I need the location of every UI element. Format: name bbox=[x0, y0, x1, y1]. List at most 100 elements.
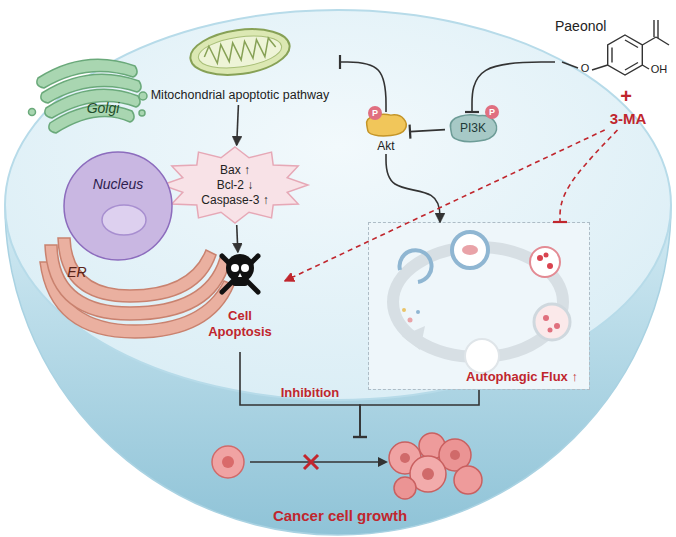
flux-arrowhead bbox=[402, 326, 425, 350]
cancer-cell bbox=[212, 446, 244, 478]
mito-outer bbox=[187, 23, 292, 80]
enzyme-dot bbox=[548, 328, 553, 333]
marker-star: Bax ↑Bcl-2 ↓Caspase-3 ↑ bbox=[160, 145, 310, 225]
drug-structure: Paeonol bbox=[555, 18, 670, 88]
debris-dot bbox=[408, 318, 413, 323]
apoptosis-node: Cell Apoptosis bbox=[195, 252, 285, 352]
outcome-name: Autophagic Flux ↑ bbox=[457, 369, 587, 385]
cancer-cell bbox=[454, 466, 482, 494]
inhibition-connector bbox=[360, 390, 479, 437]
growth-arrowhead bbox=[378, 457, 388, 467]
autophagy-panel: Autophagic Flux ↑ bbox=[368, 222, 590, 390]
outline-path bbox=[64, 152, 172, 260]
atom-label: O bbox=[578, 62, 592, 74]
cancer-growth-node: Cancer cell growth bbox=[190, 437, 490, 532]
block-cross bbox=[304, 455, 318, 469]
cell-nucleus bbox=[222, 456, 234, 468]
golgi-stack bbox=[29, 59, 148, 133]
protein-change: Bcl-2 ↓ bbox=[160, 178, 310, 192]
double-bond bbox=[611, 48, 612, 63]
bond bbox=[592, 65, 608, 70]
bond bbox=[642, 65, 649, 69]
double-bond bbox=[625, 63, 638, 71]
arrow-connector bbox=[237, 225, 238, 252]
golgi-vesicle bbox=[29, 109, 36, 116]
benzene-ring bbox=[608, 35, 643, 75]
debris-dot bbox=[402, 308, 406, 312]
skull-jaw bbox=[232, 274, 248, 286]
autolysosome bbox=[534, 304, 570, 340]
cell-nucleus bbox=[400, 453, 410, 463]
protein-name: Akt bbox=[362, 139, 410, 153]
phospho-badge: P bbox=[368, 106, 382, 120]
skull-eye bbox=[241, 264, 249, 272]
enzyme-dot bbox=[537, 255, 543, 261]
skull-icon bbox=[222, 254, 258, 292]
kinase-blob: AktP bbox=[362, 112, 410, 154]
autophagy-cycle bbox=[369, 223, 589, 389]
protein-change: Bax ↑ bbox=[160, 163, 310, 177]
arrow-connector bbox=[386, 154, 440, 222]
drug-name: Paeonol bbox=[555, 18, 615, 35]
double-bond bbox=[625, 40, 638, 48]
organelle-name: Nucleus bbox=[62, 176, 174, 193]
enzyme-dot bbox=[547, 263, 553, 269]
bond bbox=[562, 62, 578, 68]
bond bbox=[653, 20, 654, 37]
pathway-label: Mitochondrial apoptotic pathway bbox=[140, 30, 340, 105]
enzyme-dot bbox=[544, 253, 549, 258]
growth-arrow bbox=[250, 461, 380, 463]
inhibition-connector bbox=[340, 62, 386, 112]
bond bbox=[657, 20, 658, 38]
debris-dot bbox=[416, 310, 420, 314]
golgi-vesicle bbox=[139, 110, 145, 116]
pathway-name: Mitochondrial apoptotic pathway bbox=[140, 88, 340, 103]
inhibitor-name: 3-MA bbox=[598, 110, 658, 128]
mito-cristae bbox=[203, 37, 277, 65]
bond bbox=[656, 37, 669, 45]
enzyme-dot bbox=[543, 315, 549, 321]
protein-change: Caspase-3 ↑ bbox=[160, 193, 310, 207]
nucleus-organelle: Nucleus bbox=[62, 150, 174, 262]
golgi-vesicle bbox=[139, 92, 147, 100]
er-organelle: ER bbox=[50, 262, 225, 332]
organelle-name: Golgi bbox=[78, 100, 128, 117]
block-cross bbox=[304, 455, 318, 469]
organelle-name: ER bbox=[62, 264, 92, 281]
inhibitor-label: 3-MA bbox=[598, 108, 658, 130]
node-outline bbox=[62, 150, 174, 262]
skull-nose bbox=[238, 273, 242, 277]
degraded-vesicle bbox=[465, 339, 499, 373]
outline-path bbox=[102, 205, 146, 235]
golgi-organelle: Golgi bbox=[30, 60, 145, 150]
edge-label: Inhibition bbox=[250, 386, 370, 400]
cargo bbox=[462, 245, 478, 255]
phospho-badge: P bbox=[485, 105, 499, 119]
atom-label: OH bbox=[647, 63, 671, 75]
autophagy-panel-fill bbox=[369, 223, 589, 389]
inhibition-connector bbox=[560, 130, 617, 222]
mitochondrion bbox=[187, 23, 292, 80]
arrow-connector bbox=[237, 105, 239, 145]
outcome-name: Cancer cell growth bbox=[190, 507, 490, 525]
cancer-cell bbox=[394, 477, 416, 499]
kinase-blob: PI3KP bbox=[445, 112, 501, 144]
phagophore bbox=[400, 250, 432, 282]
skull-eye bbox=[231, 264, 239, 272]
lysosome bbox=[530, 247, 560, 277]
inhibition-connector bbox=[472, 62, 555, 112]
autophagosome bbox=[452, 232, 488, 268]
enzyme-dot bbox=[554, 323, 560, 329]
combination-sign: + bbox=[614, 85, 638, 107]
cell-nucleus bbox=[422, 468, 434, 480]
arrow-connector bbox=[285, 130, 605, 281]
inhibition-connector bbox=[410, 130, 445, 132]
bond bbox=[642, 37, 656, 45]
cancer-cells bbox=[212, 433, 482, 499]
cell-nucleus bbox=[450, 450, 460, 460]
mito-inner bbox=[196, 31, 283, 72]
cell-rim bbox=[5, 10, 671, 400]
outcome-name: Cell Apoptosis bbox=[200, 308, 280, 339]
